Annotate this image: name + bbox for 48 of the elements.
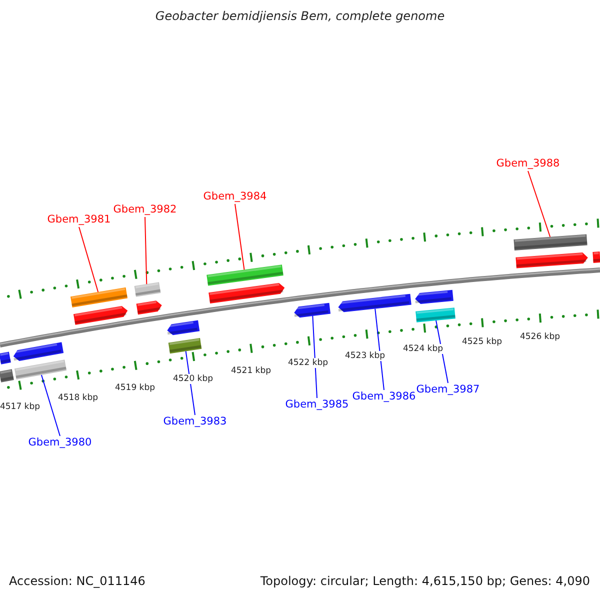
footer-text: Topology: circular; Length: 4,615,150 bp; Genes: 4,090 bbox=[260, 574, 590, 588]
gene-feature bbox=[73, 306, 128, 325]
scale-label: 4517 kbp bbox=[0, 402, 42, 412]
scale-label: 4520 kbp bbox=[172, 374, 214, 384]
gene-label: Gbem_3983 bbox=[163, 416, 227, 428]
leader-line bbox=[312, 316, 318, 398]
gene-bar bbox=[416, 308, 456, 322]
gene-bar bbox=[14, 360, 67, 380]
diagram-title: Geobacter bemidjiensis Bem, complete genome bbox=[154, 9, 446, 23]
leader-line bbox=[40, 374, 60, 436]
scale-label: 4524 kbp bbox=[402, 344, 444, 354]
gene-label: Gbem_3982 bbox=[113, 204, 177, 216]
gene-label: Gbem_3984 bbox=[203, 190, 267, 204]
gene-feature bbox=[136, 300, 162, 315]
gene-label: Gbem_3985 bbox=[285, 398, 349, 412]
gene-label: Gbem_3987 bbox=[416, 384, 480, 396]
gene-label: Gbem_3980 bbox=[28, 436, 92, 450]
scale-label: 4522 kbp bbox=[286, 358, 330, 368]
scale-label: 4523 kbp bbox=[344, 351, 386, 361]
leader-line bbox=[234, 204, 245, 270]
gene-feature bbox=[13, 342, 64, 361]
footer-text: Accession: NC_011146 bbox=[9, 574, 146, 588]
gene-bar bbox=[592, 252, 600, 263]
leader-line bbox=[78, 226, 99, 292]
gene-label: Gbem_3988 bbox=[496, 158, 560, 170]
gene-bar bbox=[206, 264, 284, 286]
gene-feature bbox=[294, 302, 331, 318]
scale-label: 4519 kbp bbox=[114, 383, 156, 393]
gene-feature bbox=[208, 283, 285, 304]
gene-label: Gbem_3986 bbox=[352, 390, 416, 404]
leader-line bbox=[374, 308, 384, 390]
leader-line bbox=[144, 216, 148, 285]
gene-bar bbox=[0, 352, 11, 364]
scale-label: 4518 kbp bbox=[56, 393, 100, 403]
gene-bar bbox=[70, 287, 128, 308]
gene-bar bbox=[168, 338, 202, 354]
scale-label: 4525 kbp bbox=[460, 337, 504, 347]
gene-feature bbox=[516, 252, 588, 268]
gene-feature bbox=[415, 290, 454, 304]
gene-feature bbox=[338, 294, 412, 312]
scale-label: 4526 kbp bbox=[518, 332, 562, 342]
gene-bar bbox=[0, 369, 14, 382]
leader-line bbox=[528, 170, 551, 238]
gene-bar bbox=[134, 282, 161, 297]
gene-feature bbox=[167, 320, 200, 336]
gene-label: Gbem_3981 bbox=[47, 214, 111, 226]
gene-bar bbox=[514, 234, 588, 250]
scale-label: 4521 kbp bbox=[230, 366, 272, 376]
